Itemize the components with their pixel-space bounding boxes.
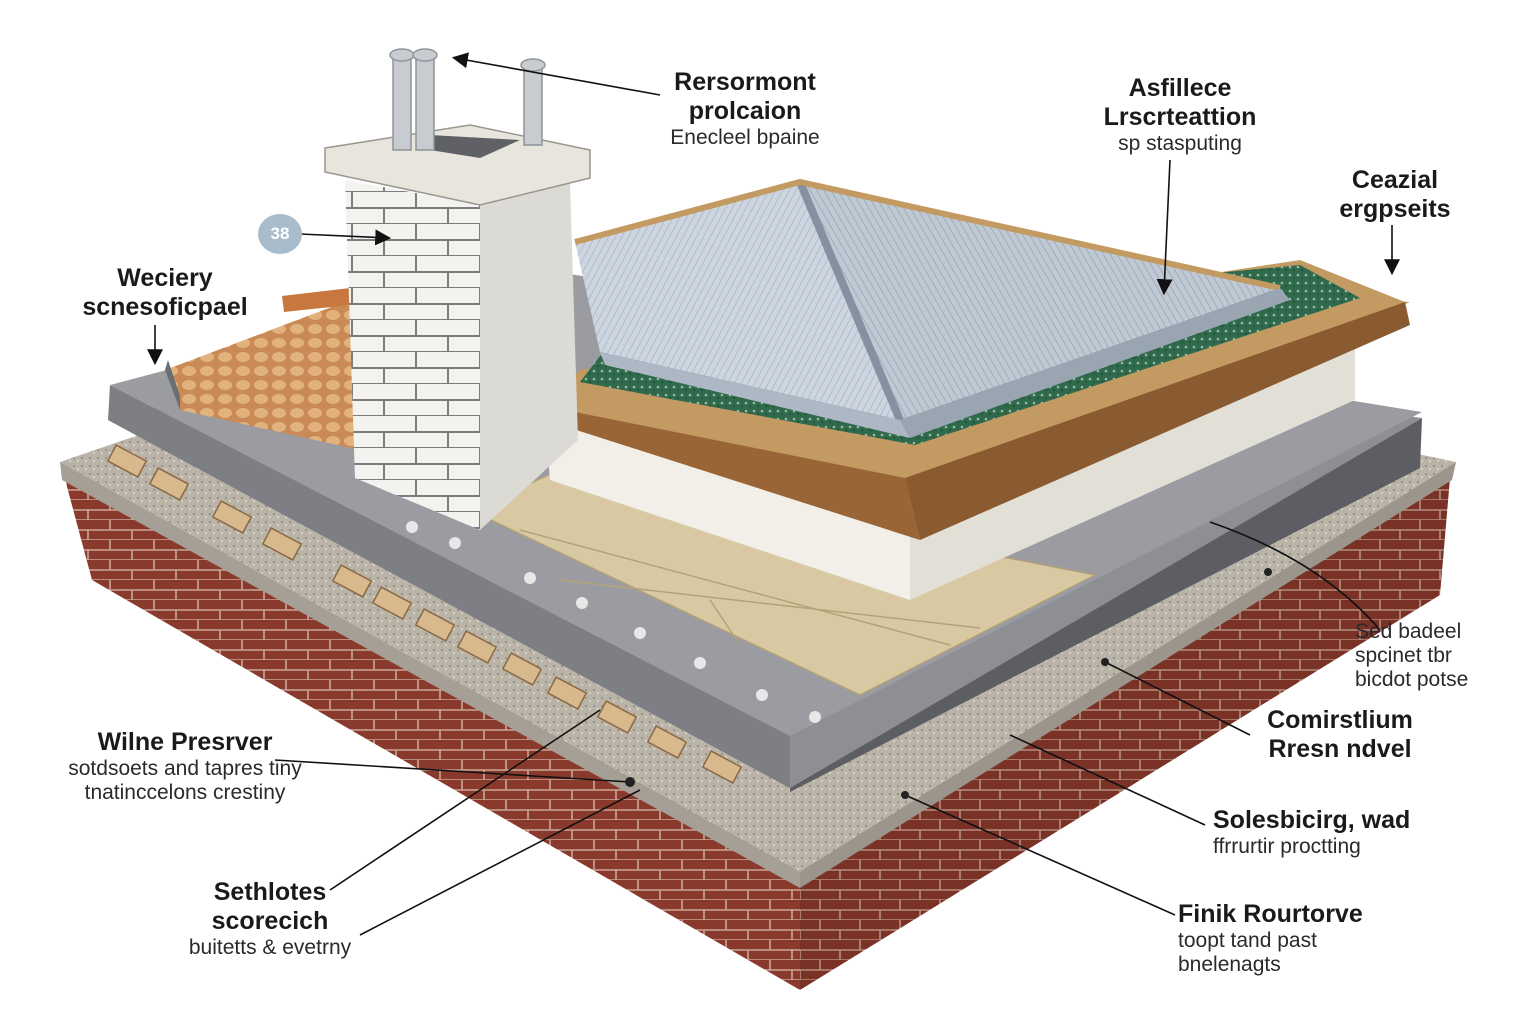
label-left-lower: Wilne Presrver sotdsoets and tapres tiny… [40, 728, 330, 805]
label-right-mid-line1: Sed badeel [1355, 620, 1462, 643]
membrane-fasteners [406, 521, 821, 723]
leader-lines [147, 52, 1400, 936]
label-top-right-title: Asfillece [1128, 74, 1232, 102]
label-top-center-sub: Enecleel bpaine [670, 125, 820, 149]
label-top-center-title2: prolcaion [688, 96, 802, 125]
brick-wall-front [62, 468, 800, 990]
label-top-center: Rersormont prolcaion Enecleel bpaine [655, 68, 835, 150]
label-right-lower-title: Comirstlium [1267, 706, 1413, 734]
label-bottom-right: Finik Rourtorve toopt tand past bnelenag… [1178, 900, 1398, 977]
label-left-upper: Weciery scnesoficpael [70, 264, 260, 322]
label-far-right-title: Ceazial [1351, 166, 1439, 194]
label-left-upper-title2: scnesoficpael [82, 292, 248, 321]
tile-roof-left [165, 300, 360, 450]
label-left-lower-title: Wilne Presrver [97, 728, 273, 756]
label-right-low2-title: Solesbicirg, wad [1213, 806, 1411, 834]
metal-roof-right [800, 182, 1280, 420]
label-right-mid: Sed badeel spcinet tbr bicdot potse [1355, 620, 1515, 692]
label-bottom-left-title: Sethlotes [213, 878, 327, 906]
label-bottom-left: Sethlotes scorecich buitetts & evetrny [165, 878, 375, 960]
label-far-right: Ceazial ergpseits [1325, 166, 1465, 224]
label-right-lower: Comirstlium Rresn ndvel [1250, 706, 1430, 764]
label-top-right: Asfillece Lrscrteattion sp stasputing [1080, 74, 1280, 156]
label-far-right-title2: ergpseits [1339, 194, 1451, 223]
label-left-lower-sub1: sotdsoets and tapres tiny [68, 756, 302, 780]
label-bottom-right-sub2: bnelenagts [1178, 952, 1281, 976]
label-bottom-right-title: Finik Rourtorve [1178, 900, 1363, 928]
vent-pipes [389, 48, 546, 151]
callout-badge: 38 [258, 214, 302, 254]
label-right-mid-line3: bicdot potse [1355, 668, 1469, 692]
label-top-right-title2: Lrscrteattion [1103, 102, 1257, 131]
brick-wall-right [800, 478, 1450, 990]
label-top-right-sub: sp stasputing [1118, 131, 1242, 155]
roof-ridge [796, 180, 904, 422]
label-bottom-left-sub: buitetts & evetrny [188, 935, 352, 959]
label-top-center-title: Rersormont [674, 68, 816, 96]
label-right-mid-line2: spcinet tbr [1355, 644, 1452, 668]
chimney-side [480, 182, 578, 530]
parapet-base [545, 420, 910, 600]
battens [106, 444, 743, 784]
label-left-lower-sub2: tnatinccelons crestiny [84, 780, 286, 804]
chimney-front [345, 180, 480, 530]
metal-roof-left [575, 182, 900, 420]
label-right-low2: Solesbicirg, wad ffrrurtir proctting [1213, 806, 1443, 859]
label-bottom-right-sub1: toopt tand past [1178, 928, 1317, 952]
label-bottom-left-title2: scorecich [211, 906, 329, 935]
label-right-lower-title2: Rresn ndvel [1268, 734, 1412, 763]
label-left-upper-title: Weciery [117, 264, 213, 292]
label-right-low2-sub: ffrrurtir proctting [1213, 834, 1361, 858]
